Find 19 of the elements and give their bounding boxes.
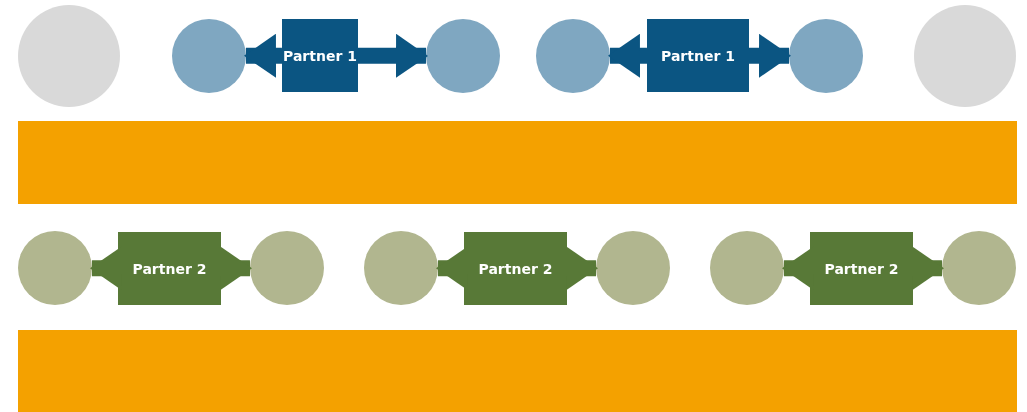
arrow — [244, 33, 283, 78]
partner-label: Partner 1 — [283, 47, 357, 64]
arrow — [911, 246, 944, 291]
partner-box — [118, 232, 221, 305]
arrow — [357, 33, 428, 78]
arrow — [219, 246, 252, 291]
partner-label: Partner 2 — [132, 260, 207, 277]
arrow — [565, 246, 598, 291]
arrow — [608, 33, 648, 78]
partner-box — [810, 232, 913, 305]
arrow — [748, 33, 791, 78]
partner-box — [282, 19, 358, 92]
partner-label: Partner 2 — [478, 260, 553, 277]
band — [18, 121, 1017, 204]
partner-box — [464, 232, 567, 305]
partner-box — [647, 19, 749, 92]
band — [18, 330, 1017, 412]
partner-label: Partner 2 — [824, 260, 899, 277]
partner-label: Partner 1 — [661, 47, 735, 64]
